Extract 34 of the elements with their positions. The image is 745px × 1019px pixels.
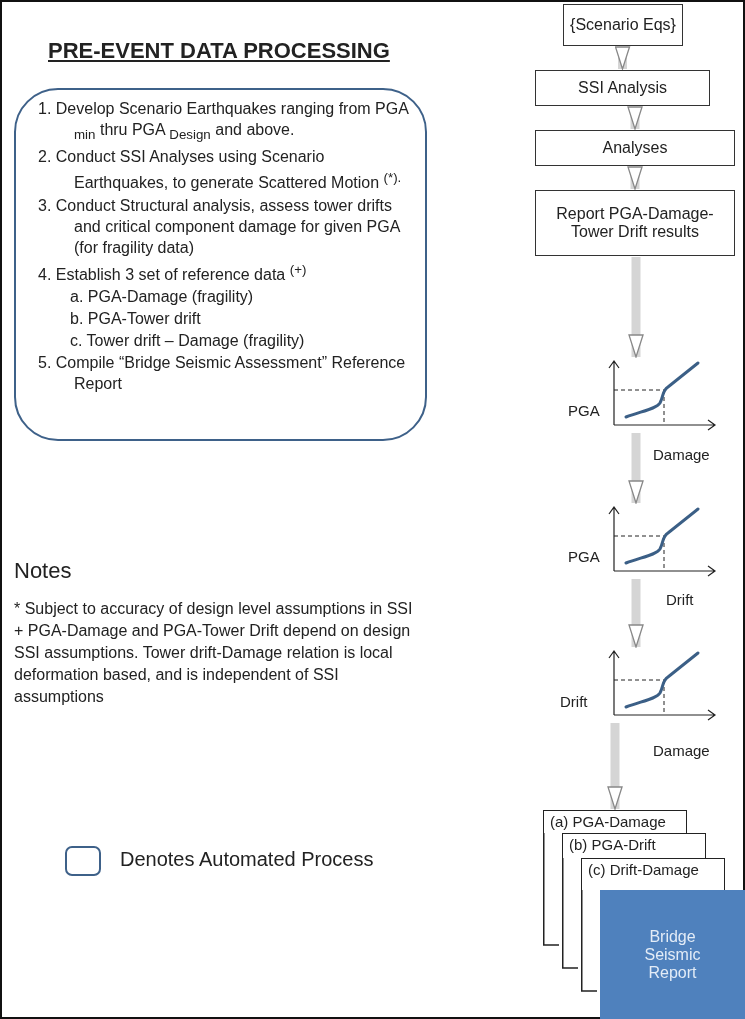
axis-label: PGA xyxy=(568,402,600,419)
block-arrow xyxy=(628,257,644,358)
list-item: a. PGA-Damage (fragility) xyxy=(69,286,255,307)
axis-label: PGA xyxy=(568,548,600,565)
list-item: 3. Conduct Structural analysis, assess tower drifts and critical component damage for given PGA (for fragility data) xyxy=(38,195,402,258)
report-box: Bridge Seismic Report xyxy=(600,890,745,1019)
axis-label: Drift xyxy=(666,591,694,608)
list-item: c. Tower drift – Damage (fragility) xyxy=(69,330,306,351)
report-page: (b) PGA-Drift xyxy=(562,833,706,858)
note-text: + PGA-Damage and PGA-Tower Drift depend on design SSI assumptions. Tower drift-Damage relation is local deformation based, and is independent of SSI assumptions xyxy=(14,621,412,707)
process-box: Report PGA-Damage-Tower Drift results xyxy=(535,190,735,256)
report-page: (a) PGA-Damage xyxy=(543,810,687,833)
axis-label: Damage xyxy=(653,742,710,759)
process-box: SSI Analysis xyxy=(535,70,710,106)
list-item: 5. Compile “Bridge Seismic Assessment” Reference Report xyxy=(38,352,407,394)
legend-text: Denotes Automated Process xyxy=(120,848,374,871)
axis-label: Drift xyxy=(560,693,588,710)
list-item: 4. Establish 3 set of reference data $^{(+)}$ xyxy=(38,260,308,285)
block-arrow xyxy=(607,723,623,810)
process-box: {Scenario Eqs} xyxy=(563,4,683,46)
block-arrow xyxy=(628,433,644,504)
block-arrow xyxy=(627,106,643,130)
list-item: 1. Develop Scenario Earthquakes ranging from PGA $_{min}$ thru PGA $_{Design}$ and above. xyxy=(38,99,410,145)
note-text: * Subject to accuracy of design level assumptions in SSI xyxy=(14,599,414,619)
title: PRE-EVENT DATA PROCESSING xyxy=(48,38,390,64)
axis-label: Damage xyxy=(653,446,710,463)
block-arrow xyxy=(627,166,643,190)
process-box: Analyses xyxy=(535,130,735,166)
block-arrow xyxy=(628,579,644,648)
notes-heading: Notes xyxy=(14,560,73,582)
list-item: 2. Conduct SSI Analyses using Scenario Earthquakes, to generate Scattered Motion $^{(*).}$ xyxy=(38,147,403,194)
block-arrow xyxy=(614,46,631,70)
list-item: b. PGA-Tower drift xyxy=(69,308,202,329)
report-page: (c) Drift-Damage xyxy=(581,858,725,890)
